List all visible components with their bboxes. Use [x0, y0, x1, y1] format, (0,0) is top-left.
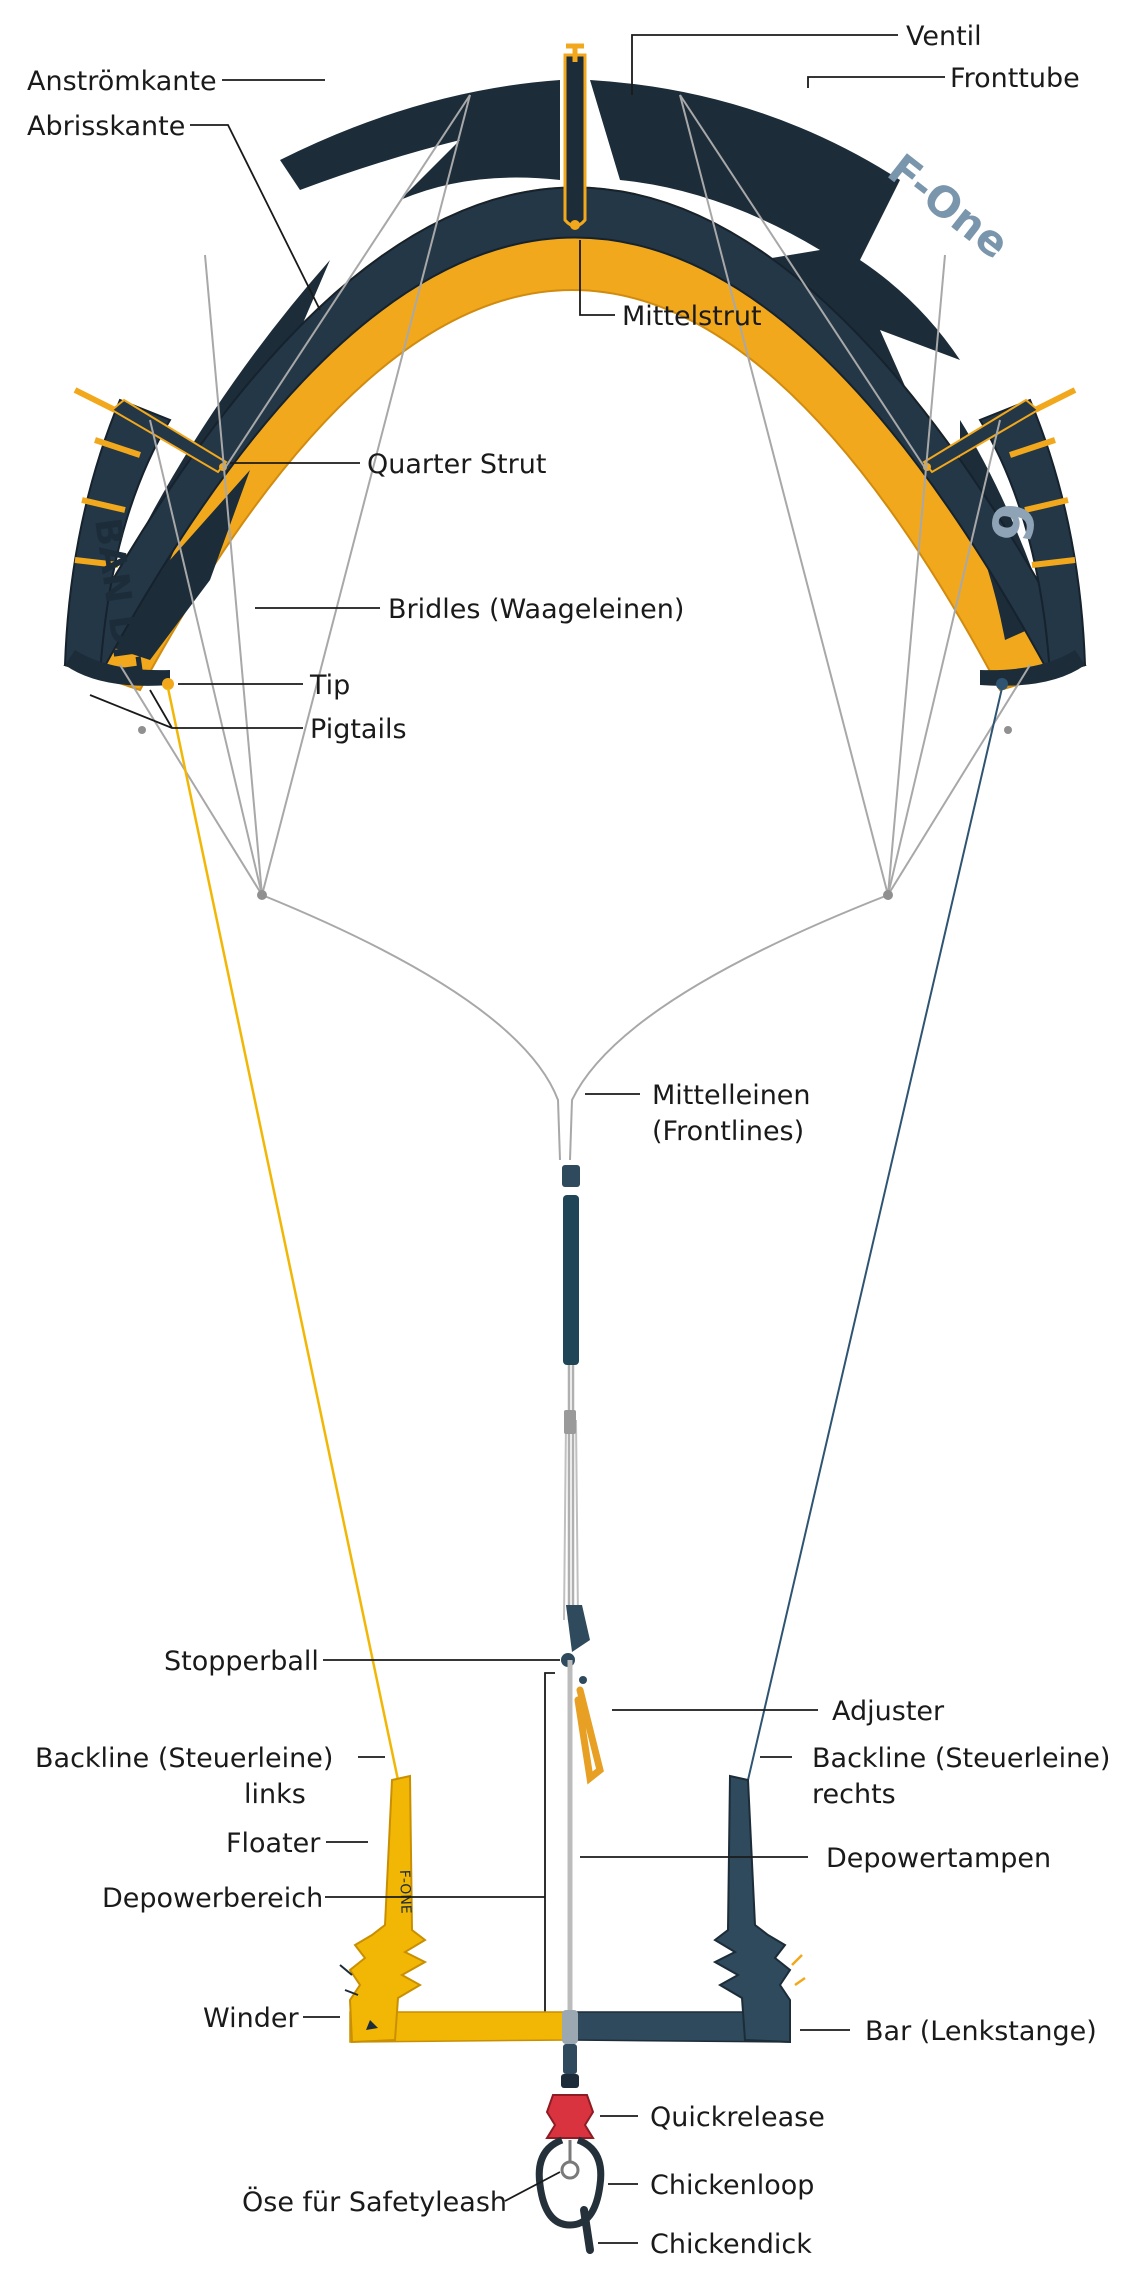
label-anstroemkante: Anströmkante — [27, 66, 217, 97]
ventil — [566, 43, 584, 62]
label-adjuster: Adjuster — [832, 1696, 945, 1727]
label-frontlines: (Frontlines) — [652, 1116, 804, 1147]
quickrelease — [545, 2094, 595, 2139]
tip-left — [65, 650, 170, 686]
label-oese: Öse für Safetyleash — [242, 2186, 507, 2218]
label-mittelstrut: Mittelstrut — [622, 301, 762, 332]
leader-ventil — [631, 34, 898, 95]
floater-right — [712, 1774, 792, 2044]
label-backline-right-side: rechts — [812, 1779, 896, 1810]
labels: Anströmkante Abrisskante Ventil Fronttub… — [27, 21, 1110, 2260]
label-mittelleinen: Mittelleinen — [652, 1080, 811, 1111]
chickenloop — [535, 2136, 605, 2229]
backline-left — [166, 687, 400, 1781]
label-bar: Bar (Lenkstange) — [865, 2016, 1097, 2047]
tip-right — [980, 650, 1085, 686]
leader-pigtails — [89, 694, 303, 729]
label-chickendick: Chickendick — [650, 2229, 812, 2260]
leader-oese — [504, 2171, 561, 2202]
label-backline-left-side: links — [244, 1779, 306, 1810]
label-fronttube: Fronttube — [950, 63, 1080, 94]
label-abrisskante: Abrisskante — [27, 111, 185, 142]
floater-left — [348, 1774, 428, 2044]
kite-brand-text: F-One — [879, 144, 1019, 268]
leader-fronttube — [807, 76, 945, 88]
bar: F-ONE — [339, 1774, 806, 2044]
leader-abrisskante — [190, 124, 321, 311]
label-floater: Floater — [226, 1828, 321, 1859]
label-stopperball: Stopperball — [164, 1646, 319, 1677]
pigtail-right — [996, 678, 1008, 690]
backline-right — [747, 687, 1003, 1781]
label-depowerbereich: Depowerbereich — [102, 1883, 323, 1914]
chickendick — [580, 2206, 594, 2254]
quarter-strut-left — [110, 398, 228, 474]
label-tip: Tip — [309, 670, 350, 701]
depowerbereich-bracket — [544, 1672, 555, 2016]
label-backline-left: Backline (Steuerleine) — [35, 1743, 333, 1774]
safetyleash-eye — [560, 2160, 580, 2180]
label-chickenloop: Chickenloop — [650, 2170, 814, 2201]
chicken-loop-assembly — [535, 2044, 605, 2254]
label-bridles: Bridles (Waageleinen) — [388, 594, 684, 625]
leader-lines — [89, 34, 945, 2244]
svg-text:F-ONE: F-ONE — [396, 1870, 414, 1914]
bridles — [119, 94, 1031, 1161]
leader-mittelstrut — [579, 240, 615, 316]
label-backline-right: Backline (Steuerleine) — [812, 1743, 1110, 1774]
label-winder: Winder — [203, 2003, 299, 2034]
frontline-stopper-top — [562, 1165, 580, 1187]
winder-right — [791, 1954, 806, 1987]
label-quickrelease: Quickrelease — [650, 2102, 825, 2133]
winder-left — [339, 1964, 359, 1996]
quarter-strut-right — [922, 398, 1040, 474]
label-pigtails: Pigtails — [310, 714, 407, 745]
frontline-sleeve — [563, 1195, 579, 1365]
depower-system — [544, 1165, 604, 2030]
label-depowertampen: Depowertampen — [826, 1843, 1051, 1874]
pigtail-left — [162, 678, 174, 690]
adjuster — [566, 1605, 590, 1652]
label-ventil: Ventil — [906, 21, 982, 52]
label-quarter-strut: Quarter Strut — [367, 449, 546, 480]
mittelstrut — [563, 53, 587, 228]
